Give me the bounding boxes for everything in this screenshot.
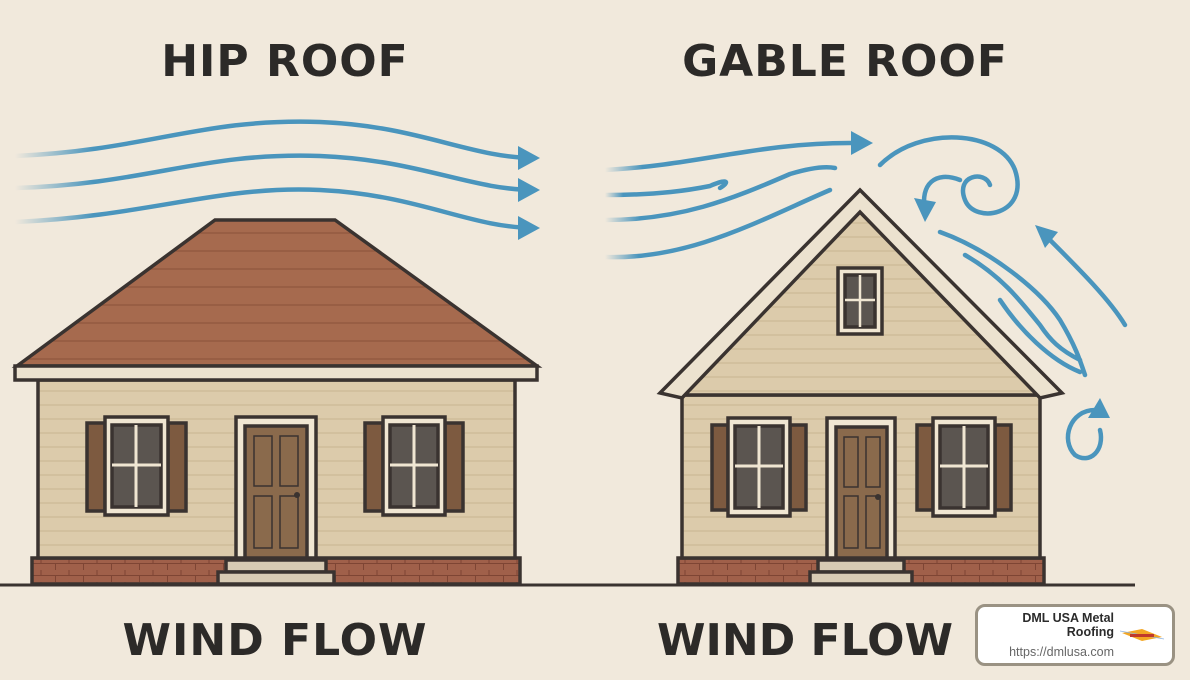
arrowhead <box>914 198 936 222</box>
wind-arrow <box>12 153 538 193</box>
turbulence-swirls <box>877 135 1128 461</box>
brand-logo-icon <box>1120 629 1164 641</box>
wind-arrow <box>602 179 729 198</box>
arrowhead <box>1035 225 1058 248</box>
gable-roof-title: GABLE ROOF <box>682 36 1008 87</box>
step <box>808 570 914 586</box>
step <box>216 570 336 586</box>
arrowhead <box>1088 398 1110 418</box>
gable-wind-flow-caption: WIND FLOW <box>656 615 954 666</box>
window-right <box>363 415 465 517</box>
wind-arrow <box>12 119 538 161</box>
window-right <box>915 416 1013 518</box>
hip-roof-title: HIP ROOF <box>161 36 409 87</box>
step <box>816 558 906 574</box>
wind-arrow <box>602 165 838 223</box>
gable-roof-trim <box>656 187 1066 400</box>
front-door <box>234 415 318 560</box>
brand-url[interactable]: https://dmlusa.com <box>1009 645 1114 659</box>
brand-name: DML USA Metal Roofing <box>1022 611 1114 639</box>
brand-badge[interactable]: DML USA Metal Roofing https://dmlusa.com <box>975 604 1175 666</box>
arrowheads <box>518 131 873 240</box>
hip-roof <box>11 218 543 368</box>
attic-window <box>836 266 884 336</box>
hip-roof-house <box>11 218 543 586</box>
window-left <box>85 415 188 517</box>
eave-fascia <box>13 364 539 382</box>
wind-arrow <box>12 187 538 231</box>
wind-arrow <box>602 140 858 173</box>
front-door <box>825 416 897 560</box>
hip-wind-flow-caption: WIND FLOW <box>122 615 428 666</box>
smooth-wind-flow <box>12 119 538 231</box>
gable-roof-house <box>656 187 1066 586</box>
turbulent-wind-flow <box>602 140 858 260</box>
wind-arrow <box>602 187 833 260</box>
step <box>224 558 328 574</box>
window-left <box>710 416 808 518</box>
